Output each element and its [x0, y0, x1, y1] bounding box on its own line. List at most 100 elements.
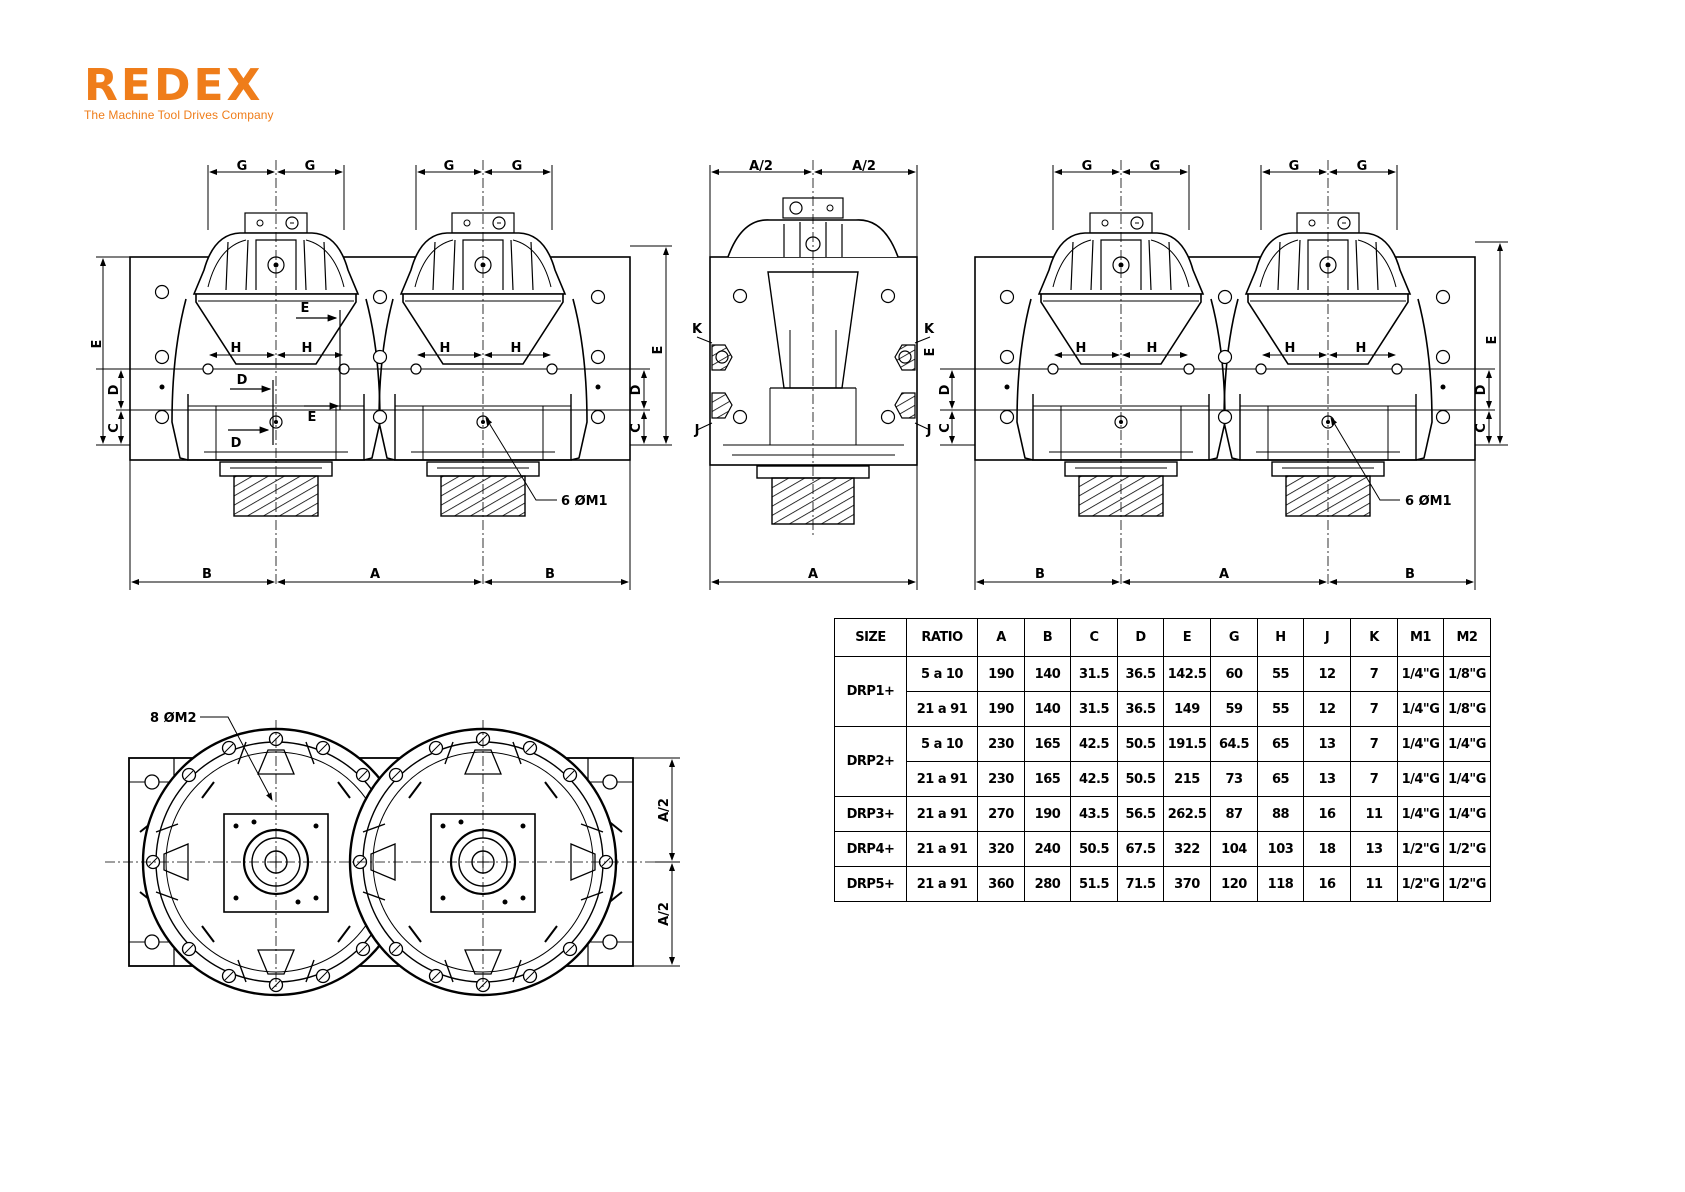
table-row: DRP4+ 21 a 91 320 240 50.5 67.5 322 104 … — [834, 831, 1491, 867]
dim-label-a: A — [808, 567, 818, 582]
table-cell: 262.5 — [1163, 796, 1211, 832]
table-cell: 7 — [1350, 691, 1398, 727]
table-cell: 1/2"G — [1397, 866, 1444, 902]
dim-label-g: G — [237, 159, 248, 174]
table-cell: 59 — [1210, 691, 1258, 727]
table-cell: 1/2"G — [1443, 866, 1491, 902]
dim-label-e: E — [923, 348, 938, 357]
dim-label-h: H — [511, 341, 522, 356]
dim-label-g: G — [1150, 159, 1161, 174]
table-cell: 165 — [1024, 761, 1071, 797]
table-cell: 1/4"G — [1443, 761, 1491, 797]
dim-label-k: K — [692, 322, 703, 337]
table-cell: 280 — [1024, 866, 1071, 902]
table-cell: 142.5 — [1163, 656, 1211, 692]
dim-label-h: H — [1076, 341, 1087, 356]
table-cell: 13 — [1303, 726, 1351, 762]
table-cell: 21 a 91 — [906, 761, 978, 797]
table-cell: 1/4"G — [1397, 726, 1444, 762]
table-cell: 21 a 91 — [906, 796, 978, 832]
table-cell: 230 — [977, 761, 1025, 797]
table-cell: 50.5 — [1117, 726, 1164, 762]
dim-label-h: H — [1285, 341, 1296, 356]
table-cell: 18 — [1303, 831, 1351, 867]
dimension-table: SIZE RATIO A B C D E G H J K M1 M2 DRP1+… — [834, 618, 1491, 902]
dim-label-g: G — [512, 159, 523, 174]
dim-label-e: E — [301, 301, 310, 316]
front-view-right: G G G G H H H H E D C E D — [923, 159, 1508, 590]
table-cell: 5 a 10 — [906, 726, 978, 762]
table-row: DRP3+ 21 a 91 270 190 43.5 56.5 262.5 87… — [834, 796, 1491, 832]
table-row: DRP5+ 21 a 91 360 280 51.5 71.5 370 120 … — [834, 866, 1491, 902]
table-row: 21 a 91 190 140 31.5 36.5 149 59 55 12 7… — [835, 691, 1491, 727]
column-header: E — [1163, 618, 1211, 657]
dim-label-c: C — [629, 423, 644, 433]
table-cell: 11 — [1350, 796, 1398, 832]
size-cell: DRP3+ — [834, 796, 907, 832]
column-header: B — [1024, 618, 1071, 657]
dim-label-e: E — [1485, 336, 1500, 345]
table-cell: 322 — [1163, 831, 1211, 867]
dim-label-k: K — [924, 322, 935, 337]
table-cell: 71.5 — [1117, 866, 1164, 902]
dim-label-g: G — [1357, 159, 1368, 174]
column-header: M1 — [1397, 618, 1444, 657]
table-cell: 13 — [1303, 761, 1351, 797]
dim-label-e: E — [90, 340, 105, 349]
table-cell: 60 — [1210, 656, 1258, 692]
dim-label-h: H — [1147, 341, 1158, 356]
column-header: D — [1117, 618, 1164, 657]
table-cell: 1/2"G — [1443, 831, 1491, 867]
table-cell: 370 — [1163, 866, 1211, 902]
table-cell: 230 — [977, 726, 1025, 762]
dim-label-d: D — [629, 384, 644, 395]
table-cell: 165 — [1024, 726, 1071, 762]
dim-label-h: H — [231, 341, 242, 356]
table-cell: 5 a 10 — [906, 656, 978, 692]
callout-8-m2: 8 ØM2 — [150, 711, 197, 726]
table-cell: 21 a 91 — [906, 691, 978, 727]
redex-logo: REDEX The Machine Tool Drives Company — [84, 60, 274, 123]
table-cell: 1/4"G — [1443, 796, 1491, 832]
table-cell: 12 — [1303, 691, 1351, 727]
table-cell: 118 — [1257, 866, 1304, 902]
logo-tagline: The Machine Tool Drives Company — [84, 108, 274, 122]
dim-label-h: H — [440, 341, 451, 356]
table-cell: 360 — [977, 866, 1025, 902]
table-cell: 31.5 — [1070, 656, 1118, 692]
size-cell: DRP2+ — [834, 726, 907, 797]
dim-label-d: D — [938, 384, 953, 395]
logo-wordmark: REDEX — [84, 60, 264, 111]
table-cell: 64.5 — [1210, 726, 1258, 762]
table-cell: 1/4"G — [1397, 796, 1444, 832]
table-row: 21 a 91 230 165 42.5 50.5 215 73 65 13 7… — [835, 761, 1491, 797]
table-cell: 270 — [977, 796, 1025, 832]
table-cell: 21 a 91 — [906, 831, 978, 867]
column-header: H — [1257, 618, 1304, 657]
table-cell: 7 — [1350, 656, 1398, 692]
table-cell: 7 — [1350, 761, 1398, 797]
table-cell: 140 — [1024, 656, 1071, 692]
table-cell: 215 — [1163, 761, 1211, 797]
dim-label-c: C — [938, 423, 953, 433]
table-cell: 50.5 — [1117, 761, 1164, 797]
table-cell: 103 — [1257, 831, 1304, 867]
table-cell: 43.5 — [1070, 796, 1118, 832]
front-view-left: G G G G H H H H D D E E — [90, 159, 672, 590]
dim-label-h: H — [1356, 341, 1367, 356]
table-cell: 42.5 — [1070, 761, 1118, 797]
dim-label-a: A — [370, 567, 380, 582]
table-cell: 1/8"G — [1443, 691, 1491, 727]
table-row: DRP2+ 5 a 10 230 165 42.5 50.5 191.5 64.… — [834, 726, 1491, 797]
callout-6-m1: 6 ØM1 — [561, 494, 608, 509]
column-header: SIZE — [834, 618, 907, 657]
table-cell: 1/4"G — [1443, 726, 1491, 762]
dim-label-d: D — [231, 436, 242, 451]
size-cell: DRP4+ — [834, 831, 907, 867]
table-cell: 149 — [1163, 691, 1211, 727]
table-cell: 36.5 — [1117, 656, 1164, 692]
dim-label-a: A — [1219, 567, 1229, 582]
size-cell: DRP5+ — [834, 866, 907, 902]
table-cell: 140 — [1024, 691, 1071, 727]
dim-label-e: E — [651, 346, 666, 355]
